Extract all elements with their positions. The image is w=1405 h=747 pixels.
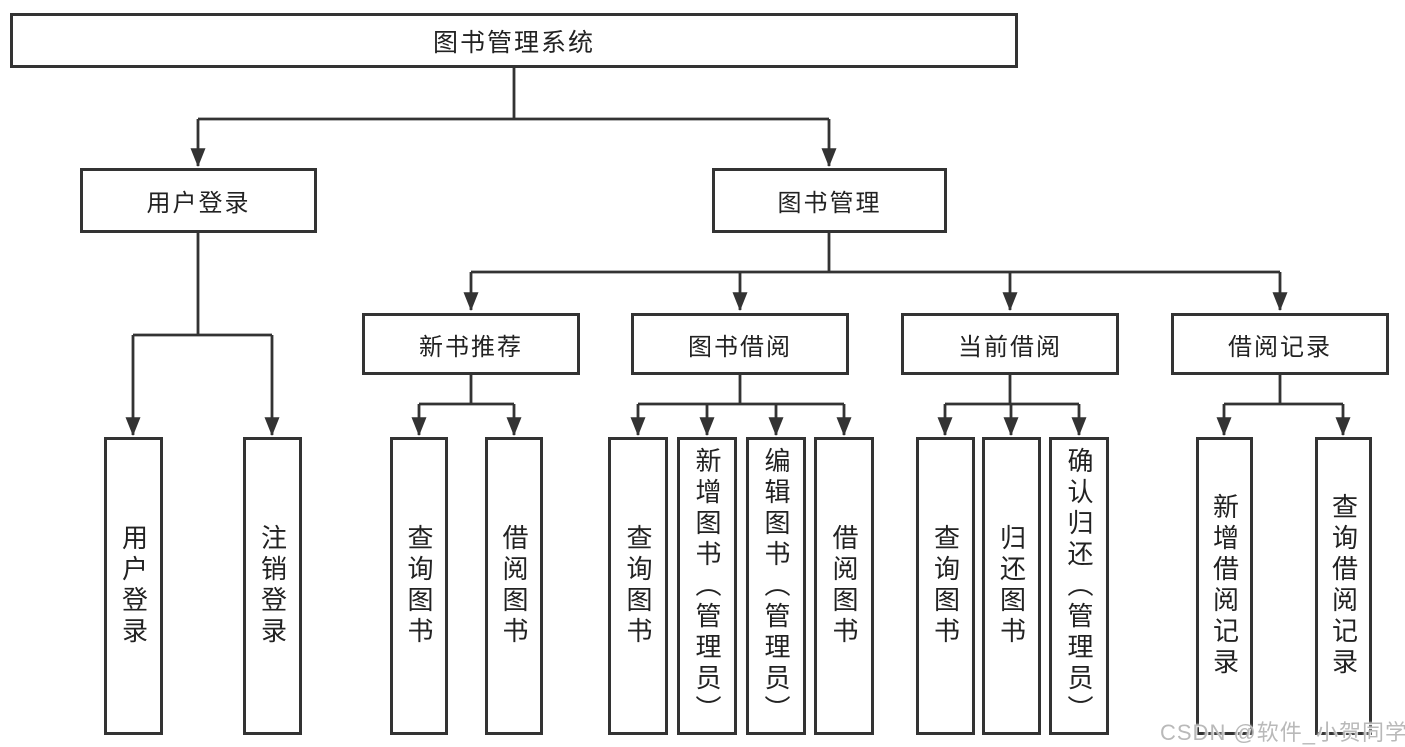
node-user-login-leaf: 用户登录 (104, 437, 163, 735)
node-book-management: 图书管理 (712, 168, 947, 233)
node-label: 新增图书（管理员） (692, 446, 722, 726)
node-label: 用户登录 (118, 524, 149, 648)
csdn-watermark: CSDN @软件_小贺同学 (1160, 720, 1405, 745)
node-user-login: 用户登录 (80, 168, 317, 233)
node-borrow-books-leaf: 借阅图书 (814, 437, 874, 735)
node-query-borrow-record: 查询借阅记录 (1315, 437, 1372, 735)
node-label: 注销登录 (257, 524, 288, 648)
node-borrow-records: 借阅记录 (1171, 313, 1389, 375)
node-label: 确认归还（管理员） (1064, 446, 1094, 726)
node-confirm-return-admin: 确认归还（管理员） (1049, 437, 1109, 735)
node-query-books-current: 查询图书 (916, 437, 975, 735)
node-book-borrow: 图书借阅 (631, 313, 849, 375)
node-label: 新增借阅记录 (1209, 493, 1240, 679)
node-label: 归还图书 (996, 524, 1027, 648)
node-label: 借阅图书 (499, 524, 529, 648)
node-new-book-recommend: 新书推荐 (362, 313, 580, 375)
node-add-borrow-record: 新增借阅记录 (1196, 437, 1253, 735)
node-label: 查询图书 (930, 524, 961, 648)
node-logout-leaf: 注销登录 (243, 437, 302, 735)
node-edit-book-admin: 编辑图书（管理员） (746, 437, 806, 735)
node-return-book: 归还图书 (982, 437, 1041, 735)
node-label: 编辑图书（管理员） (761, 446, 791, 726)
node-label: 查询图书 (404, 524, 434, 648)
node-label: 查询借阅记录 (1328, 493, 1359, 679)
node-library-management-system: 图书管理系统 (10, 13, 1018, 68)
node-add-book-admin: 新增图书（管理员） (677, 437, 737, 735)
node-label: 借阅图书 (829, 524, 859, 648)
node-query-books-recommend: 查询图书 (390, 437, 448, 735)
node-current-borrow: 当前借阅 (901, 313, 1119, 375)
node-borrow-books-recommend: 借阅图书 (485, 437, 543, 735)
node-query-books-borrow: 查询图书 (608, 437, 668, 735)
node-label: 查询图书 (623, 524, 653, 648)
